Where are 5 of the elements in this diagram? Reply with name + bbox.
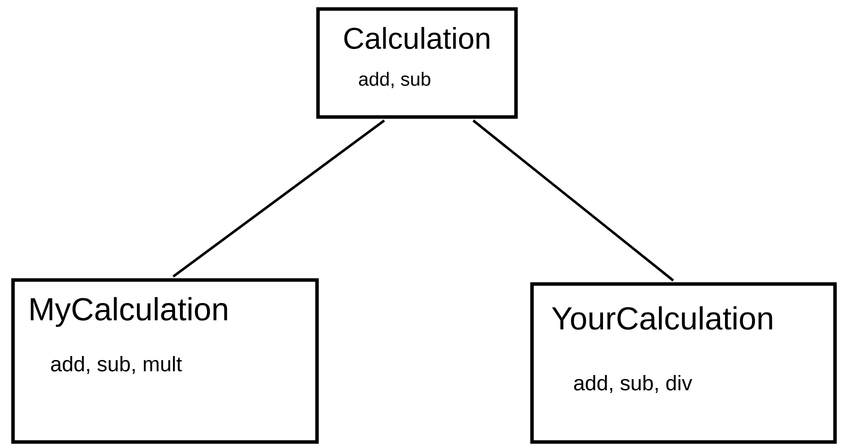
class-box: MyCalculation add, sub, mult (11, 278, 319, 444)
connector-line (172, 119, 385, 278)
class-box: YourCalculation add, sub, div (530, 282, 837, 444)
connector-line (472, 120, 674, 282)
class-box: Calculation add, sub (316, 7, 518, 119)
